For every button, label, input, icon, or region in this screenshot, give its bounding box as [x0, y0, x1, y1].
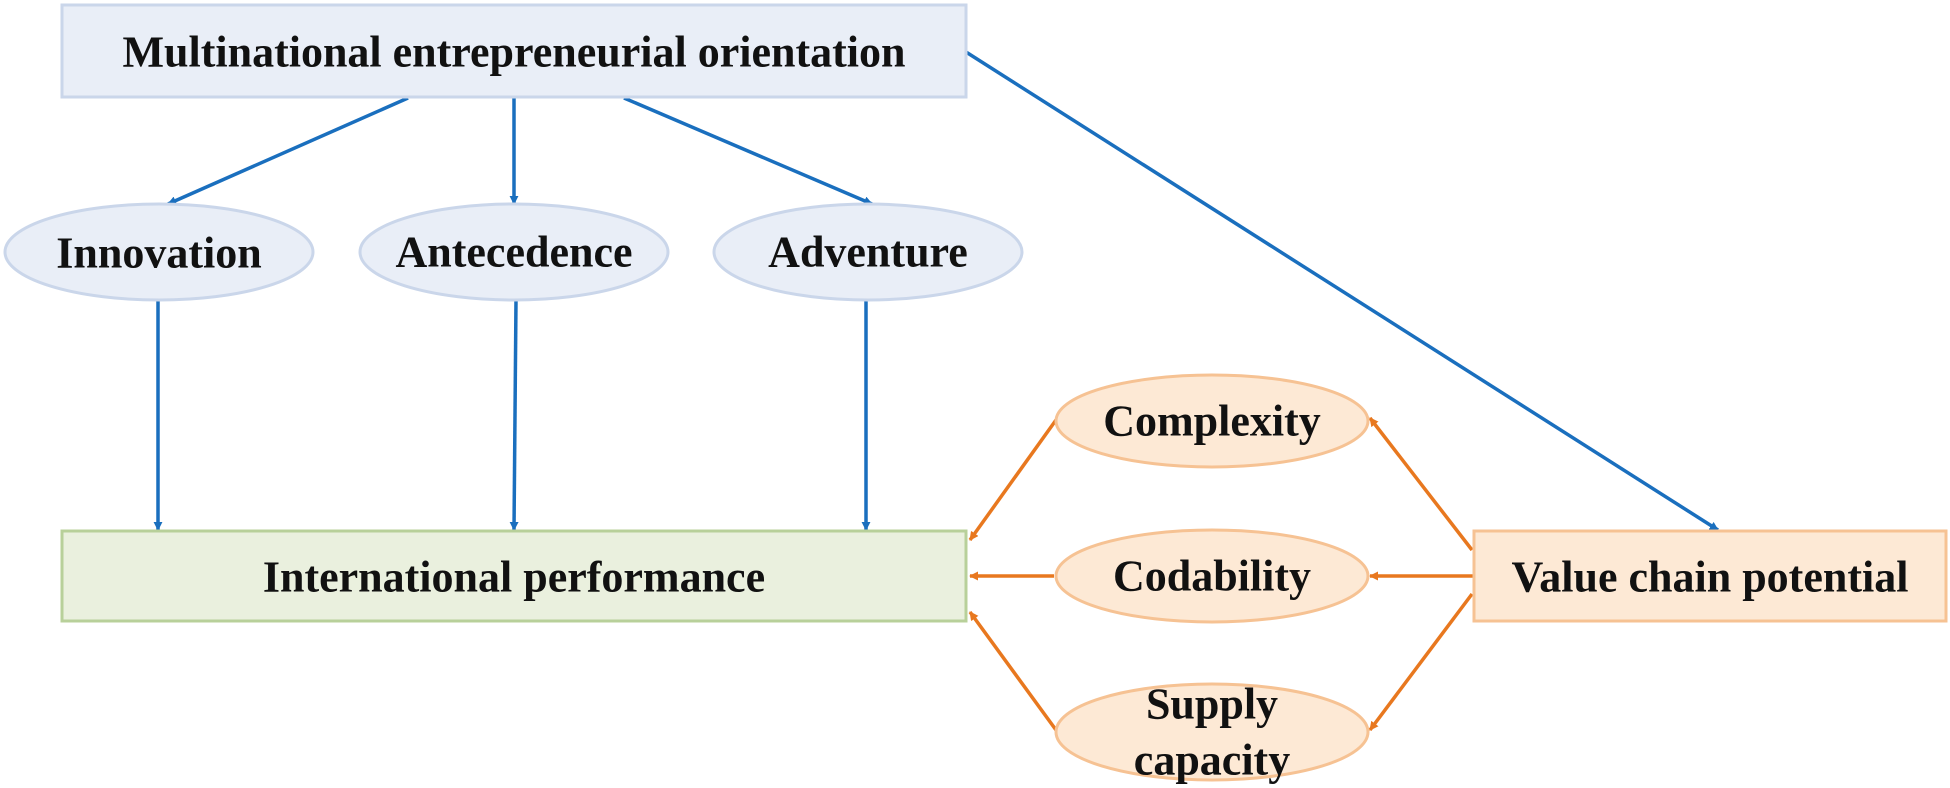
node-codability: Codability	[1054, 528, 1370, 624]
arrow-meo-to-adventure	[623, 96, 873, 206]
antecedence-ellipse	[358, 202, 670, 302]
supply-capacity-ellipse	[1054, 682, 1370, 782]
arrow-value-chain-to-complexity	[1368, 416, 1474, 552]
node-value-chain-potential: Value chain potential	[1472, 529, 1948, 623]
innovation-ellipse	[3, 202, 315, 302]
international-performance-label: International performance	[263, 553, 765, 602]
codability-ellipse	[1054, 528, 1370, 624]
arrow-supply-capacity-to-performance	[968, 610, 1058, 732]
codability-label: Codability	[1113, 552, 1311, 601]
complexity-ellipse	[1054, 373, 1370, 469]
arrow-value-chain-to-supply-capacity	[1368, 592, 1474, 732]
arrow-antecedence-to-performance	[509, 299, 519, 531]
arrow-meo-to-innovation	[167, 96, 409, 206]
node-adventure: Adventure	[712, 202, 1024, 302]
antecedence-label: Antecedence	[395, 228, 632, 277]
international-performance-box	[60, 529, 968, 623]
node-international-performance: International performance	[60, 529, 968, 623]
innovation-label: Innovation	[56, 229, 261, 278]
value-chain-potential-label: Value chain potential	[1512, 553, 1909, 602]
arrow-complexity-to-performance	[968, 418, 1058, 542]
orange-arrows	[968, 416, 1474, 732]
supply-capacity-label-line1: Supply	[1146, 680, 1278, 729]
blue-arrows	[153, 50, 1719, 532]
meo-label: Multinational entrepreneurial orientatio…	[123, 28, 906, 77]
supply-capacity-label-line2: capacity	[1134, 736, 1290, 785]
node-complexity: Complexity	[1054, 373, 1370, 469]
node-antecedence: Antecedence	[358, 202, 670, 302]
node-meo: Multinational entrepreneurial orientatio…	[60, 3, 968, 99]
arrow-meo-to-value-chain	[965, 50, 1719, 532]
adventure-label: Adventure	[768, 228, 968, 277]
complexity-label: Complexity	[1103, 397, 1321, 446]
node-innovation: Innovation	[3, 202, 315, 302]
meo-box	[60, 3, 968, 99]
value-chain-potential-box	[1472, 529, 1948, 623]
adventure-ellipse	[712, 202, 1024, 302]
node-supply-capacity: Supply capacity	[1054, 680, 1370, 785]
